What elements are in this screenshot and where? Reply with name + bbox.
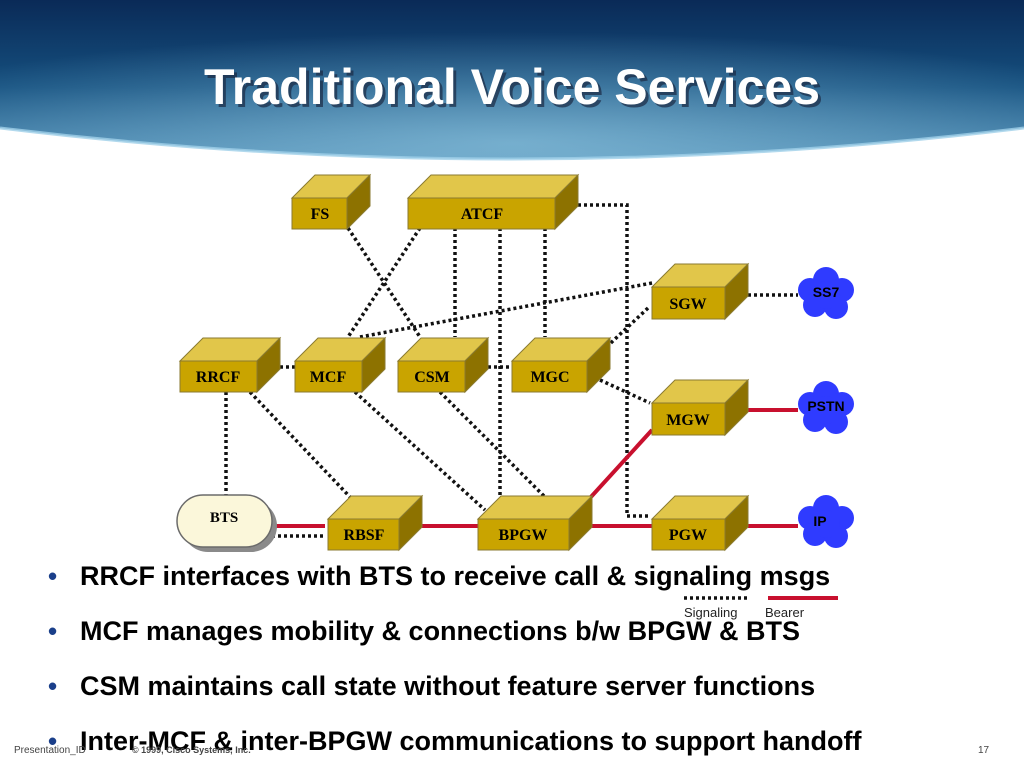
- fs-node: FS: [290, 173, 372, 231]
- link-bpgw-mgw: [588, 428, 654, 500]
- ss7-cloud: SS7: [798, 267, 854, 319]
- bearer-links: [272, 408, 798, 528]
- bts-label: BTS: [210, 510, 238, 526]
- legend-bearer-label: Bearer: [765, 605, 805, 620]
- rbsf-label: RBSF: [344, 527, 385, 544]
- footer-copyright: © 1999, Cisco Systems, Inc.: [132, 745, 251, 755]
- legend-signaling-label: Signaling: [684, 605, 738, 620]
- fs-label: FS: [311, 206, 330, 223]
- bullet-text: RRCF interfaces with BTS to receive call…: [80, 561, 831, 591]
- header-banner: [0, 0, 1024, 161]
- rrcf-node: RRCF: [178, 336, 282, 394]
- bullet-text: MCF manages mobility & connections b/w B…: [80, 616, 801, 646]
- bullet-item: • MCF manages mobility & connections b/w …: [44, 610, 1019, 665]
- legend: Signaling Bearer: [684, 596, 838, 620]
- ip-cloud: IP: [798, 495, 854, 548]
- link-atcf-mcf: [346, 227, 422, 338]
- pgw-label: PGW: [669, 527, 707, 544]
- bullet-text: CSM maintains call state without feature…: [80, 671, 816, 701]
- atcf-node: ATCF: [406, 173, 580, 231]
- bpgw-label: BPGW: [499, 527, 548, 544]
- ss7-label: SS7: [813, 284, 840, 300]
- mgc-label: MGC: [530, 369, 569, 386]
- bullet-item: • RRCF interfaces with BTS to receive cal…: [44, 555, 1019, 610]
- mcf-node: MCF: [293, 336, 387, 394]
- rrcf-label: RRCF: [196, 369, 241, 386]
- link-rrcf-rbsf: [248, 390, 352, 499]
- pgw-node: PGW: [650, 494, 750, 552]
- mgc-node: MGC: [510, 336, 612, 394]
- pstn-label: PSTN: [807, 398, 844, 414]
- footer-presentation-id: Presentation_ID: [14, 745, 86, 756]
- page-title: Traditional Voice Services: [204, 59, 820, 115]
- bullet-dot-icon: •: [48, 561, 58, 591]
- link-mcf-sgw: [359, 281, 653, 339]
- csm-label: CSM: [414, 369, 450, 386]
- pstn-cloud: PSTN: [798, 381, 854, 434]
- mgw-node: MGW: [650, 378, 750, 437]
- atcf-label: ATCF: [461, 206, 504, 223]
- link-atcf-pgw: [578, 203, 650, 518]
- bullet-item: • CSM maintains call state without featur…: [44, 665, 1019, 720]
- mgw-label: MGW: [666, 412, 710, 429]
- bpgw-node: BPGW: [476, 494, 594, 552]
- bullet-list: • RRCF interfaces with BTS to receive cal…: [44, 555, 1019, 775]
- sgw-node: SGW: [650, 262, 750, 321]
- bullet-dot-icon: •: [48, 726, 58, 756]
- signaling-links: [224, 203, 798, 538]
- bullet-dot-icon: •: [48, 671, 58, 701]
- ip-label: IP: [813, 513, 826, 529]
- link-mcf-bpgw: [353, 390, 487, 512]
- bullet-text: Inter-MCF & inter-BPGW communications to…: [80, 726, 862, 756]
- mcf-label: MCF: [310, 369, 347, 386]
- link-csm-bpgw: [438, 390, 547, 499]
- link-fs-csm: [346, 227, 422, 338]
- sgw-label: SGW: [669, 296, 706, 313]
- footer-page-number: 17: [978, 745, 990, 756]
- rbsf-node: RBSF: [326, 494, 424, 552]
- bts-node: BTS: [176, 494, 277, 552]
- link-mgc-mgw: [599, 378, 651, 405]
- bullet-dot-icon: •: [48, 616, 58, 646]
- page-title-shadow: Traditional Voice Services: [207, 62, 823, 118]
- bullet-item: • Inter-MCF & inter-BPGW communications t…: [44, 720, 1019, 775]
- csm-node: CSM: [396, 336, 490, 394]
